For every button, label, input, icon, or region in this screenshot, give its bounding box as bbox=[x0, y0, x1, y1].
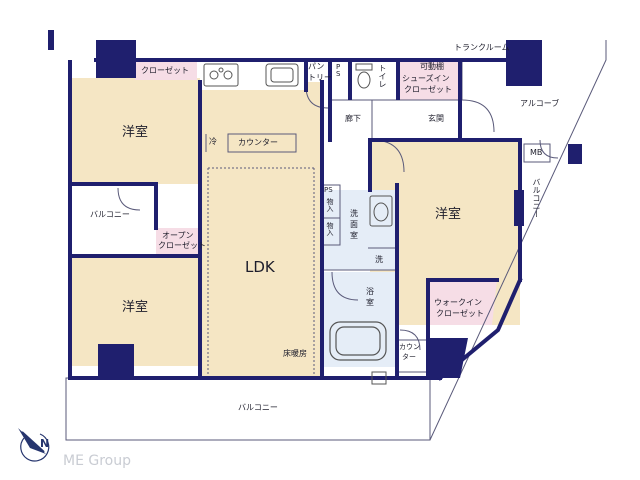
hallway-label: 廊下 bbox=[345, 114, 361, 123]
shoes-closet-fill bbox=[400, 60, 460, 100]
door-arc-7 bbox=[539, 139, 559, 159]
washer-label: 洗 bbox=[375, 255, 383, 264]
column-mb bbox=[568, 144, 582, 164]
wall-outer-top bbox=[68, 60, 202, 380]
balcony-bottom-label: バルコニー bbox=[238, 403, 278, 412]
washroom-fill bbox=[322, 190, 397, 270]
floor-heating-label: 床暖房 bbox=[283, 349, 307, 358]
toilet-icon bbox=[355, 63, 373, 89]
western-room-1-label: 洋室 bbox=[122, 125, 149, 140]
small-sink-icon bbox=[371, 371, 387, 385]
movable-shelf-label: 可動棚 bbox=[420, 62, 444, 71]
storage-label-2: 物入 bbox=[326, 222, 334, 236]
pantry-label-2: トリー bbox=[308, 73, 332, 82]
sink-icon bbox=[265, 63, 299, 87]
counter-small-label-1: カウン bbox=[399, 343, 420, 351]
column-bottom-right bbox=[428, 338, 468, 378]
storage-label-1: 物入 bbox=[326, 198, 334, 212]
thin-lines bbox=[65, 40, 607, 441]
washroom-label-2: 面 bbox=[350, 220, 358, 229]
column-right-mid bbox=[514, 190, 524, 226]
walkin-label-2: クローゼット bbox=[436, 309, 484, 318]
door-arc-2 bbox=[117, 187, 141, 211]
compass-icon bbox=[18, 428, 50, 462]
toilet-label: トイレ bbox=[378, 64, 387, 88]
compass-letter: N bbox=[40, 437, 50, 450]
western-room-3-label: 洋室 bbox=[122, 300, 149, 315]
door-arc-4 bbox=[331, 271, 359, 301]
counter-small-label-2: ター bbox=[402, 353, 416, 361]
western-room-2-fill bbox=[70, 256, 200, 366]
walkin-fill bbox=[428, 280, 497, 325]
counter-box bbox=[227, 133, 297, 153]
balcony-right-outline bbox=[429, 40, 607, 441]
counter-label: カウンター bbox=[238, 138, 278, 147]
open-closet-label-2: クローゼット bbox=[158, 241, 206, 250]
wall-room3 bbox=[368, 138, 522, 282]
bath-label-2: 室 bbox=[366, 298, 374, 307]
closet-top-fill bbox=[135, 62, 197, 80]
open-closet-label-1: オープン bbox=[162, 231, 194, 240]
door-arc-5 bbox=[399, 329, 421, 351]
open-closet-fill bbox=[156, 228, 200, 256]
trunk-room-label: トランクルーム bbox=[454, 43, 510, 52]
walkin-label-1: ウォークイン bbox=[434, 298, 482, 307]
column-top-left bbox=[96, 40, 136, 78]
alcove-label: アルコーブ bbox=[520, 99, 560, 108]
western-room-1-fill bbox=[70, 78, 200, 184]
ldk-fill bbox=[200, 82, 322, 378]
balcony-right-label: バルコニー bbox=[532, 178, 541, 218]
bathtub-icon bbox=[329, 321, 387, 361]
stove-icon bbox=[203, 63, 239, 87]
brand-watermark: ME Group bbox=[63, 453, 131, 469]
mb-box bbox=[523, 143, 551, 163]
mb-label: MB bbox=[530, 148, 543, 157]
shoes-closet-label-1: シューズイン bbox=[402, 74, 450, 83]
balcony-left-label: バルコニー bbox=[90, 210, 130, 219]
entrance-label: 玄関 bbox=[428, 114, 444, 123]
fridge-label: 冷 bbox=[209, 137, 217, 146]
pantry-label-1: パン bbox=[308, 62, 325, 71]
door-arc-3 bbox=[461, 99, 495, 133]
bath-label-1: 浴 bbox=[366, 287, 374, 296]
washroom-label-1: 洗 bbox=[350, 209, 358, 218]
toilet-fill bbox=[350, 60, 398, 98]
column-left-small bbox=[48, 30, 54, 50]
shoes-closet-label-2: クローゼット bbox=[404, 85, 452, 94]
column-bottom-left bbox=[98, 344, 134, 378]
closet-top-label: クローゼット bbox=[141, 66, 189, 75]
western-room-2-label: 洋室 bbox=[435, 207, 462, 222]
column-top-right bbox=[506, 40, 542, 86]
columns bbox=[48, 30, 582, 378]
ps-mid-label: PS bbox=[324, 186, 333, 194]
ldk-label: LDK bbox=[245, 258, 275, 276]
washroom-label-3: 室 bbox=[350, 231, 358, 240]
washbasin-icon bbox=[369, 195, 393, 227]
ps-top-label: P S bbox=[336, 63, 341, 78]
